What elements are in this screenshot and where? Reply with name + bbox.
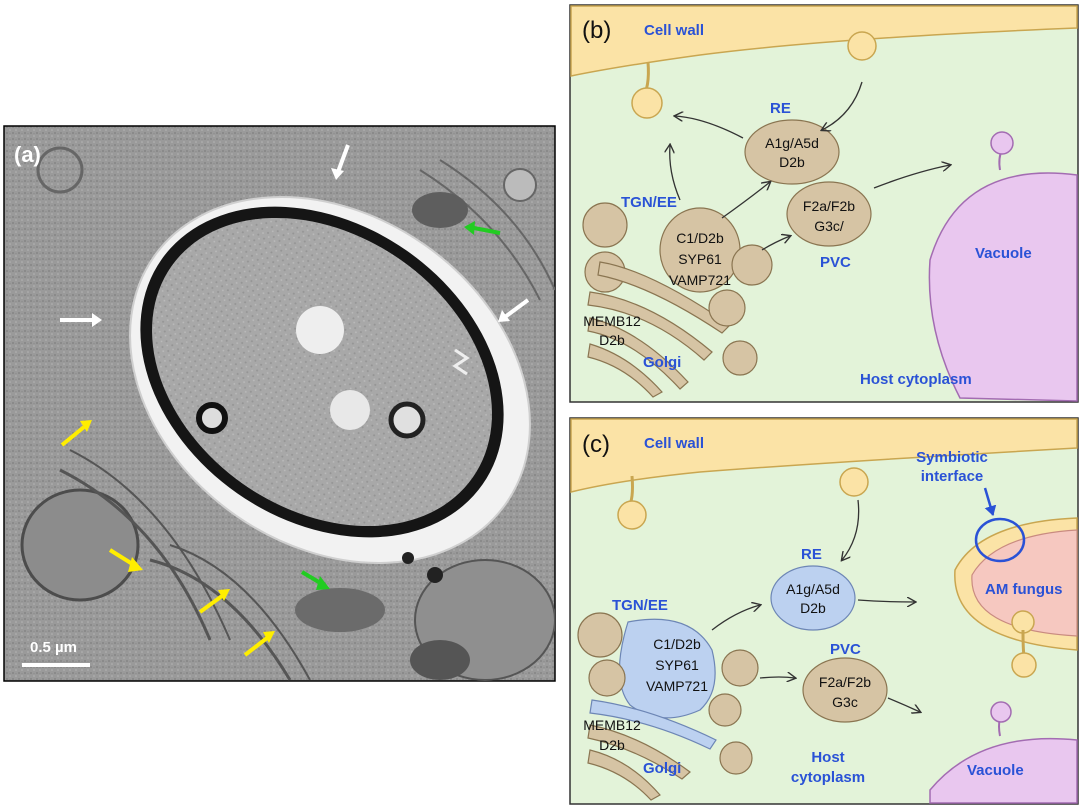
panel-b: (b) Cell wall RE A1g/A5d D2b TGN/EE C1/D… bbox=[569, 4, 1079, 403]
pvc-compartment-c bbox=[802, 657, 888, 723]
host-cytoplasm-label-b: Host cytoplasm bbox=[860, 371, 972, 388]
pvc-label-b: PVC bbox=[820, 254, 851, 271]
golgi-stack-b bbox=[587, 261, 731, 398]
re-content-1-c: A1g/A5d bbox=[786, 581, 840, 597]
scale-bar-label: 0.5 µm bbox=[30, 639, 77, 656]
tgn-content-1-b: C1/D2b bbox=[676, 230, 724, 246]
vacuole-b bbox=[928, 172, 1078, 402]
symbiotic-interface-circle bbox=[974, 517, 1026, 563]
mitochondrion-left bbox=[20, 488, 140, 602]
yellow-arrows bbox=[60, 420, 275, 657]
golgi-content-2-c: D2b bbox=[599, 737, 625, 753]
panel-b-label: (b) bbox=[582, 17, 611, 44]
pvc-content-2-b: G3c/ bbox=[814, 218, 844, 234]
pvc-content-1-c: F2a/F2b bbox=[819, 674, 871, 690]
golgi-content-2-b: D2b bbox=[599, 332, 625, 348]
symbiotic-label-1: Symbiotic bbox=[916, 449, 988, 466]
re-content-2-b: D2b bbox=[779, 154, 805, 170]
vacuole-label-b: Vacuole bbox=[975, 245, 1032, 262]
host-label-1-c: Host bbox=[811, 749, 844, 766]
re-label-b: RE bbox=[770, 100, 791, 117]
re-content-1-b: A1g/A5d bbox=[765, 135, 819, 151]
golgi-label-b: Golgi bbox=[643, 354, 681, 371]
golgi-stack-c bbox=[587, 699, 717, 801]
pvc-content-2-c: G3c bbox=[832, 694, 858, 710]
golgi-content-1-b: MEMB12 bbox=[583, 313, 641, 329]
vacuole-label-c: Vacuole bbox=[967, 762, 1024, 779]
am-fungus bbox=[971, 529, 1078, 637]
cell-wall-label-c: Cell wall bbox=[644, 435, 704, 452]
symbiotic-label-2: interface bbox=[921, 468, 984, 485]
pvc-content-1-b: F2a/F2b bbox=[803, 198, 855, 214]
pvc-compartment-b bbox=[786, 181, 872, 247]
tgn-content-2-c: SYP61 bbox=[655, 657, 699, 673]
host-label-2-c: cytoplasm bbox=[791, 769, 865, 786]
re-compartment-b bbox=[744, 119, 840, 185]
am-fungus-label: AM fungus bbox=[985, 581, 1062, 598]
cell-wall-c bbox=[570, 418, 1078, 493]
panel-c: (c) Cell wall Symbiotic interface RE A1g… bbox=[569, 417, 1079, 805]
re-label-c: RE bbox=[801, 546, 822, 563]
cell-wall-label-b: Cell wall bbox=[644, 22, 704, 39]
white-arrows bbox=[60, 144, 530, 327]
tgn-content-3-b: VAMP721 bbox=[669, 272, 731, 288]
tgn-label-b: TGN/EE bbox=[621, 194, 677, 211]
re-compartment-c bbox=[770, 565, 856, 631]
golgi-content-1-c: MEMB12 bbox=[583, 717, 641, 733]
panel-a-label: (a) bbox=[14, 142, 41, 167]
re-content-2-c: D2b bbox=[800, 600, 826, 616]
tgn-label-c: TGN/EE bbox=[612, 597, 668, 614]
panel-c-label: (c) bbox=[582, 431, 610, 458]
green-arrows bbox=[300, 221, 501, 590]
panel-a-micrograph: (a) 0.5 µm bbox=[3, 125, 556, 682]
tgn-content-2-b: SYP61 bbox=[678, 251, 722, 267]
golgi-label-c: Golgi bbox=[643, 760, 681, 777]
cell-wall-b bbox=[570, 5, 1078, 77]
pvc-label-c: PVC bbox=[830, 641, 861, 658]
tgn-content-1-c: C1/D2b bbox=[653, 636, 701, 652]
tgn-content-3-c: VAMP721 bbox=[646, 678, 708, 694]
vacuole-c bbox=[929, 737, 1078, 804]
